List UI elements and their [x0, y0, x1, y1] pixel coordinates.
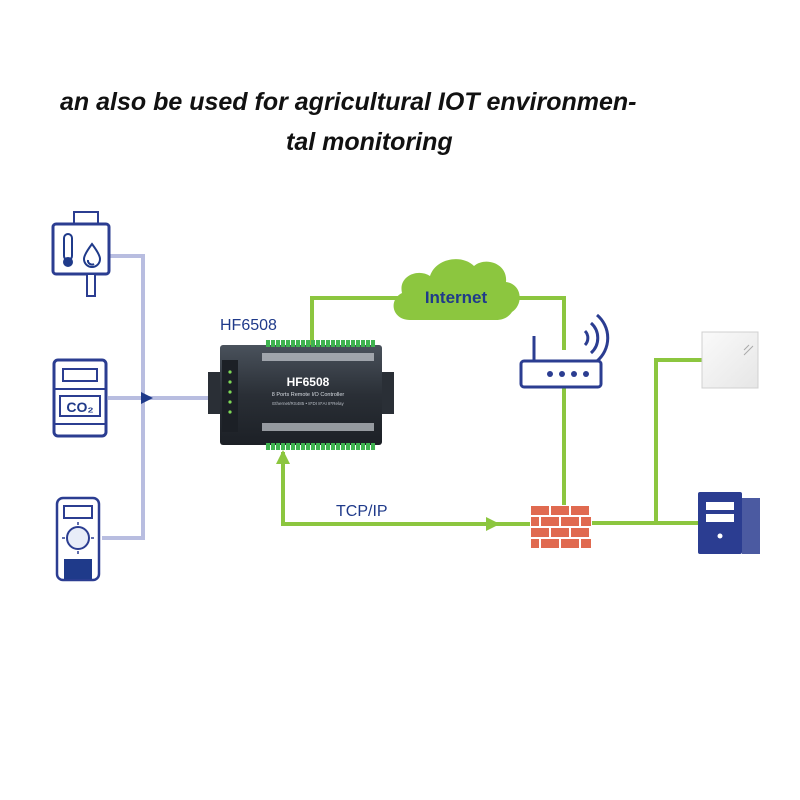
- bus-arrow: [141, 392, 153, 404]
- co2-sensor: CO₂: [52, 358, 108, 438]
- device-body: [220, 345, 382, 445]
- light-sensor-dial: [66, 526, 90, 550]
- terminal-pin: [336, 443, 340, 450]
- server: [698, 492, 760, 554]
- terminal-pin: [346, 340, 350, 347]
- brick: [531, 539, 539, 548]
- terminal-pin: [326, 340, 330, 347]
- terminal-pin: [326, 443, 330, 450]
- firewall: [531, 506, 591, 548]
- brick-wall-icon: [531, 506, 591, 548]
- device-up-arrow: [276, 450, 290, 464]
- terminal-pin: [346, 443, 350, 450]
- brick: [551, 528, 569, 537]
- brick: [541, 517, 559, 526]
- terminal-pin: [336, 340, 340, 347]
- terminal-pin: [301, 443, 305, 450]
- terminal-pin: [306, 340, 310, 347]
- terminal-pin: [271, 340, 275, 347]
- panel-icon: [701, 331, 759, 389]
- terminal-pin: [311, 340, 315, 347]
- brick: [551, 506, 569, 515]
- brick: [581, 539, 591, 548]
- heading-line-1: an also be used for agricultural IOT env…: [60, 88, 637, 116]
- terminal-pin: [296, 340, 300, 347]
- brick: [571, 506, 589, 515]
- terminal-pin: [366, 443, 370, 450]
- brick: [531, 506, 549, 515]
- terminal-pin: [286, 443, 290, 450]
- terminal-pin: [316, 443, 320, 450]
- co2-label: CO₂: [66, 399, 93, 415]
- terminal-pin: [291, 443, 295, 450]
- heading-line-2: tal monitoring: [286, 128, 453, 156]
- terminal-pin: [331, 340, 335, 347]
- brick: [531, 528, 549, 537]
- terminal-pin: [371, 340, 375, 347]
- access-panel: [701, 331, 759, 389]
- device-spec-text: Ethernet/RS485 • 8*DI 8*AI 8*Relay: [272, 401, 344, 406]
- terminal-pin: [286, 340, 290, 347]
- terminal-pin: [266, 340, 270, 347]
- terminal-pin: [351, 443, 355, 450]
- mount-ear-right: [380, 372, 394, 414]
- terminal-pin: [291, 340, 295, 347]
- line-firewall-panel: [592, 358, 702, 525]
- cloud-label: Internet: [425, 288, 488, 307]
- internet-cloud: Internet: [393, 259, 520, 320]
- terminal-pin: [341, 340, 345, 347]
- terminal-pin: [321, 340, 325, 347]
- terminal-block-bottom: [266, 443, 375, 450]
- wifi-router: [519, 313, 610, 389]
- terminal-pin: [281, 340, 285, 347]
- brick: [541, 539, 559, 548]
- controller-name-label: HF6508: [220, 317, 277, 334]
- terminal-pin: [356, 443, 360, 450]
- terminal-pin: [361, 443, 365, 450]
- terminal-pin: [321, 443, 325, 450]
- terminal-pin: [316, 340, 320, 347]
- terminal-pin: [266, 443, 270, 450]
- terminal-pin: [296, 443, 300, 450]
- brick: [561, 539, 579, 548]
- terminal-pin: [356, 340, 360, 347]
- terminal-pin: [366, 340, 370, 347]
- network-lines: [281, 296, 702, 526]
- light-sensor: [55, 496, 101, 582]
- temperature-humidity-sensor: [51, 211, 111, 297]
- terminal-pin: [276, 340, 280, 347]
- mount-ear-left: [208, 372, 222, 414]
- device-model-text: HF6508: [287, 375, 330, 389]
- terminal-block-top: [266, 340, 375, 347]
- tcpip-label: TCP/IP: [336, 503, 388, 520]
- brick: [531, 517, 539, 526]
- terminal-pin: [371, 443, 375, 450]
- terminal-pin: [311, 443, 315, 450]
- server-icon: [698, 492, 742, 554]
- terminal-pin: [341, 443, 345, 450]
- tcpip-arrow: [486, 517, 500, 531]
- brick: [571, 528, 589, 537]
- terminal-pin: [301, 340, 305, 347]
- terminal-pin: [361, 340, 365, 347]
- wifi-signal-icon: [583, 313, 610, 363]
- hf6508-controller: HF6508 8 Ports Remote I/O Controller Eth…: [208, 340, 394, 450]
- terminal-pin: [306, 443, 310, 450]
- terminal-pin: [271, 443, 275, 450]
- terminal-pin: [351, 340, 355, 347]
- line-cloud-router: [518, 296, 566, 350]
- brick: [581, 517, 591, 526]
- terminal-pin: [331, 443, 335, 450]
- terminal-pin: [281, 443, 285, 450]
- line-device-cloud: [310, 296, 400, 345]
- thermometer-icon: [63, 233, 73, 267]
- brick: [561, 517, 579, 526]
- cloud-icon: [393, 259, 520, 320]
- terminal-pin: [276, 443, 280, 450]
- device-subtitle-text: 8 Ports Remote I/O Controller: [272, 392, 345, 398]
- sensor-bus-lines: [102, 254, 215, 540]
- line-device-firewall: [281, 452, 530, 526]
